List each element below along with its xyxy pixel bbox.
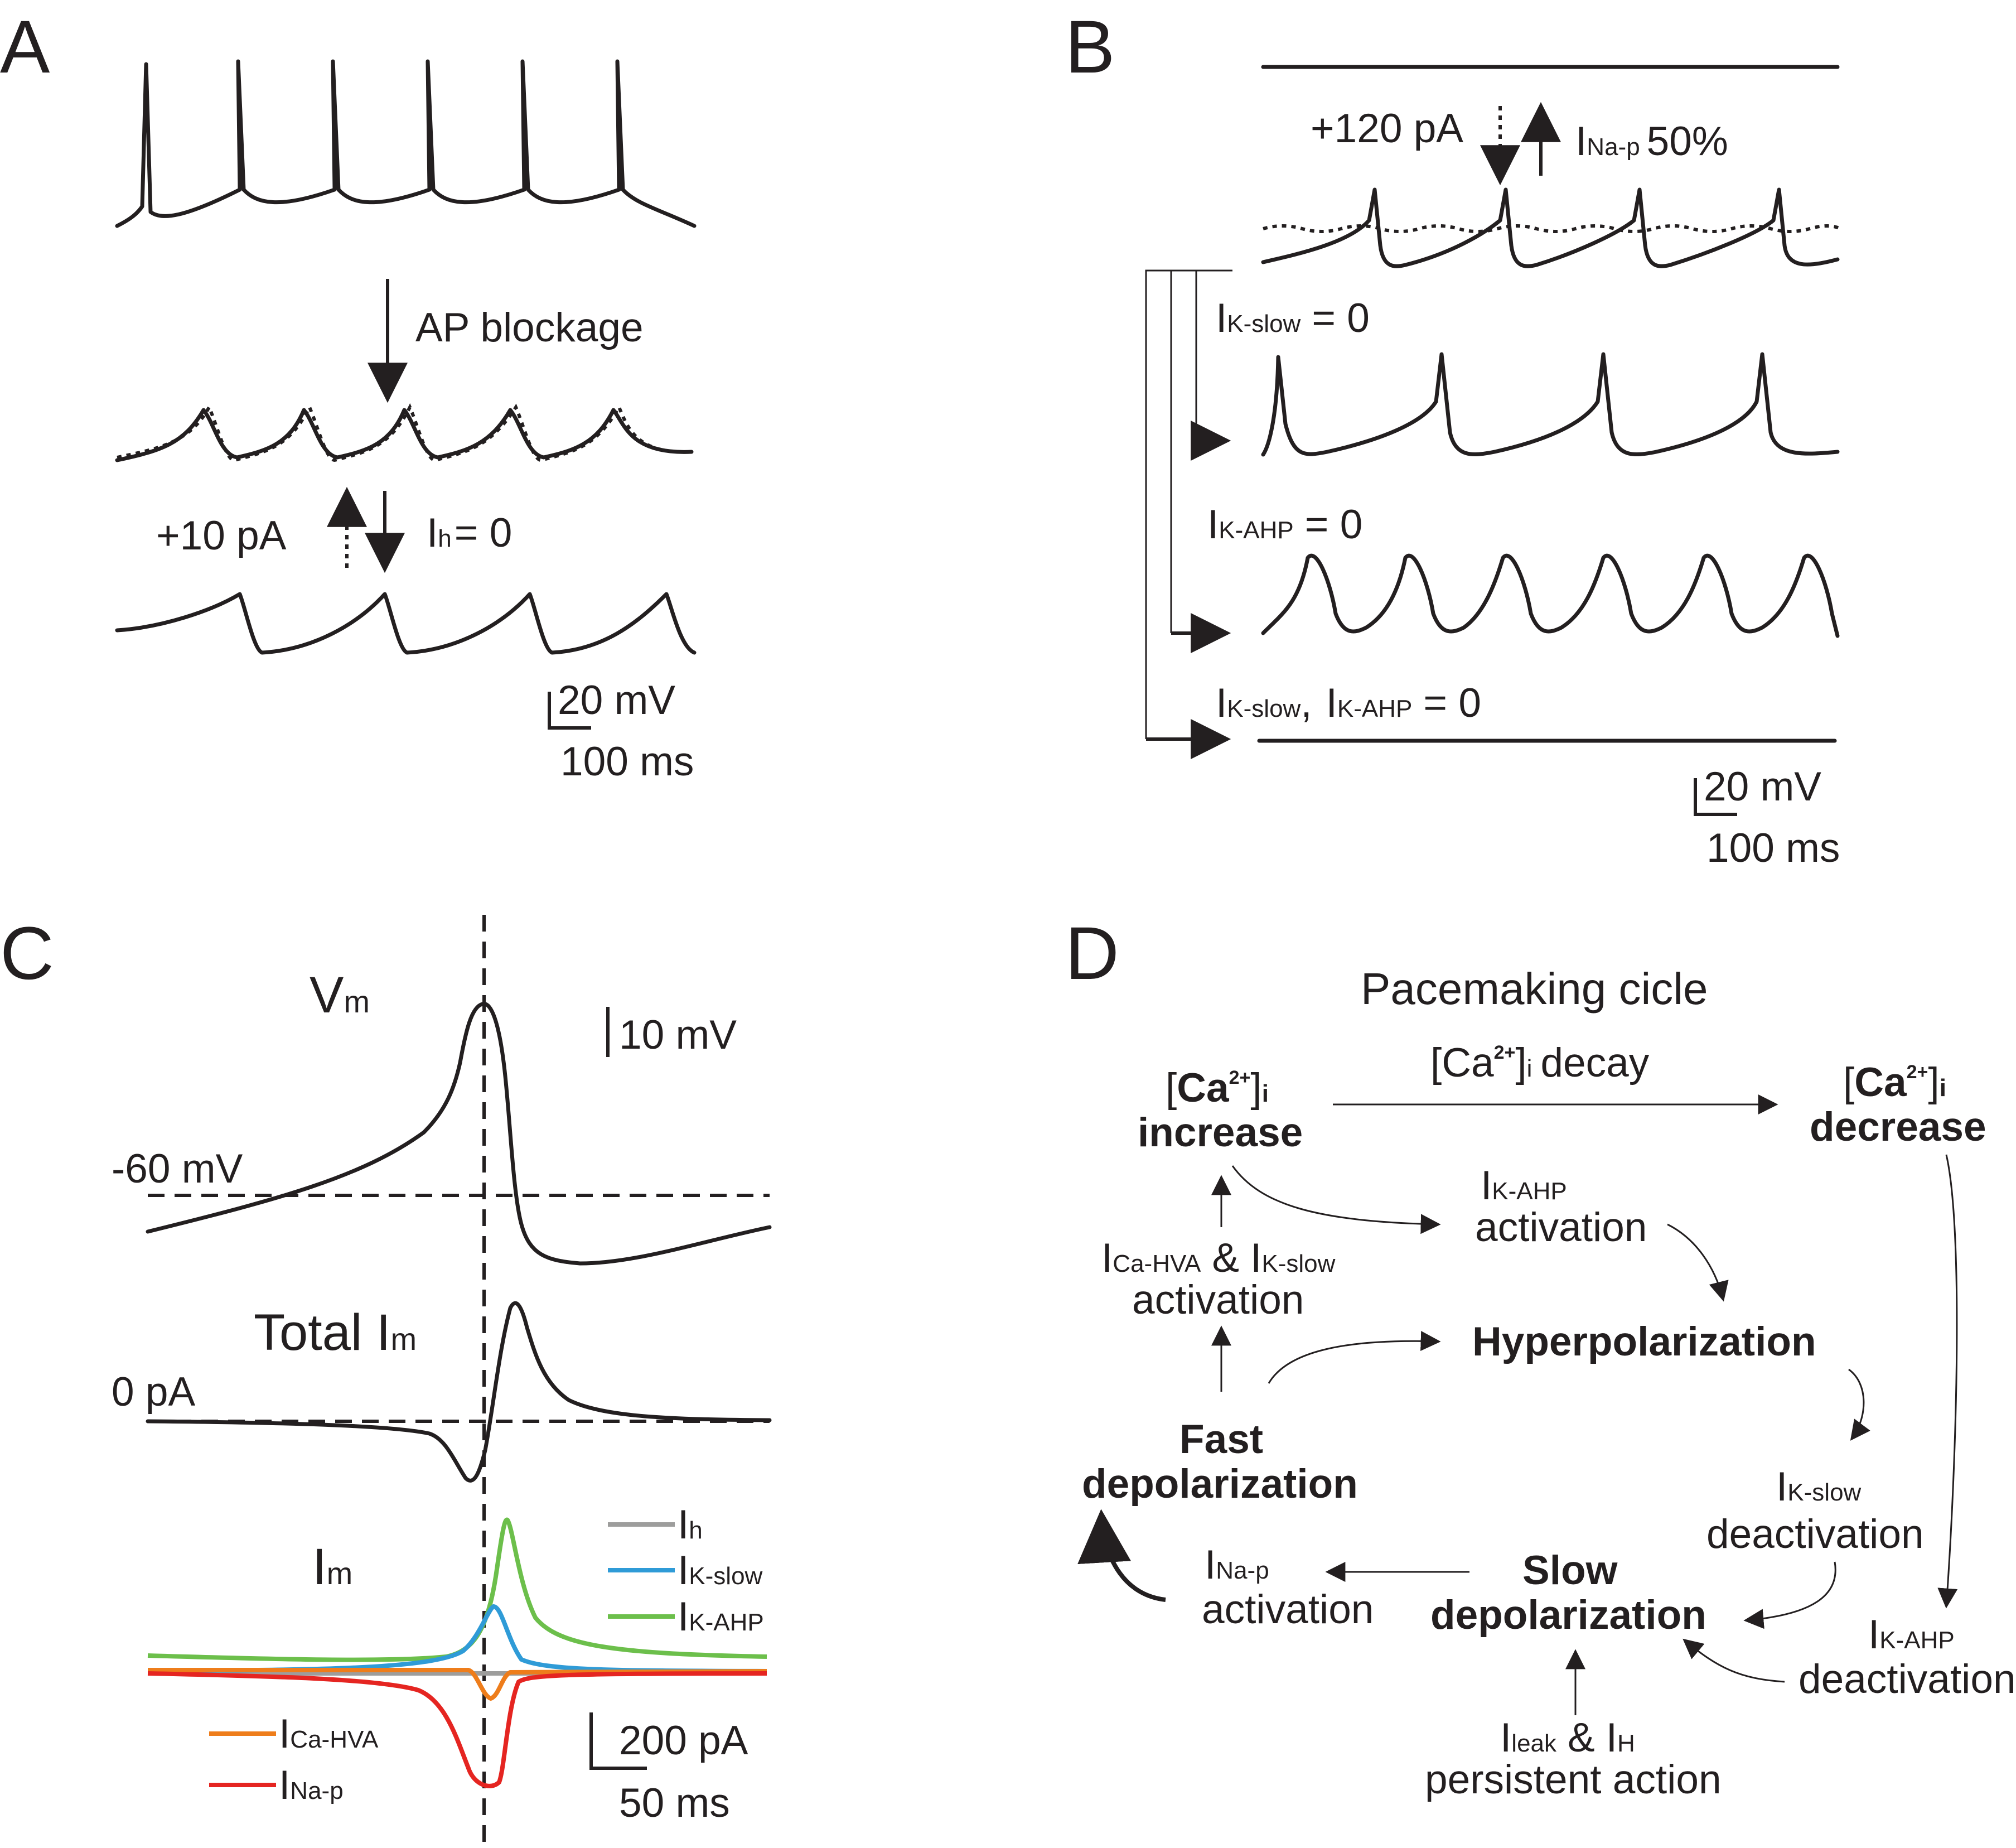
trace-ik-slow bbox=[147, 1604, 767, 1673]
trace-ik-ahp bbox=[147, 1517, 767, 1662]
label-200pa: 200 pA bbox=[619, 1718, 748, 1763]
panel-d: D Pacemaking cicle [Ca2+]i increase [Ca2… bbox=[1065, 912, 2016, 1802]
trace-vm bbox=[146, 1002, 772, 1266]
legend-ca-label: ICa-HVA bbox=[279, 1711, 379, 1757]
trace-b-pacing bbox=[1261, 187, 1840, 268]
node-hyperpolarization: Hyperpolarization bbox=[1472, 1319, 1816, 1364]
arrow-kslow-to-slow bbox=[1743, 1561, 1836, 1629]
trace-ica-hva bbox=[148, 1668, 767, 1701]
arrow-hyper-to-kslow bbox=[1848, 1368, 1870, 1441]
arrow-kahp-to-slow bbox=[1683, 1638, 1785, 1683]
label-kslow-kahp-zero: IK-slow,IK-AHP= 0 bbox=[1216, 681, 1481, 726]
panel-c: C Vm 10 mV -60 mV Total Im 0 pA Im Ih IK… bbox=[0, 912, 772, 1848]
node-kslow-deactivation-top: IK-slow bbox=[1776, 1464, 1862, 1509]
label-plus120: +120 pA bbox=[1311, 106, 1463, 151]
node-ca-kslow-top: ICa-HVA&IK-slow bbox=[1101, 1236, 1336, 1281]
label-minus60: -60 mV bbox=[112, 1146, 243, 1191]
trace-total-im bbox=[146, 1301, 772, 1483]
arrow-kahp-to-hyper bbox=[1667, 1223, 1729, 1302]
label-10mv: 10 mV bbox=[619, 1012, 737, 1058]
bracket-both bbox=[1145, 269, 1171, 739]
cycle-title: Pacemaking cicle bbox=[1361, 964, 1708, 1014]
label-ap-blockage: AP blockage bbox=[415, 305, 644, 350]
node-slow: Slow bbox=[1522, 1548, 1618, 1593]
node-ca-decrease: decrease bbox=[1810, 1104, 1986, 1150]
trace-a-ih-zero bbox=[115, 592, 697, 655]
trace-b-kahp-zero bbox=[1261, 553, 1840, 638]
arrow-ca-to-kahp bbox=[1231, 1165, 1441, 1234]
label-im: Im bbox=[312, 1538, 352, 1595]
node-fast-depolarization: depolarization bbox=[1082, 1461, 1358, 1507]
scale-bar-b bbox=[1694, 778, 1737, 816]
label-zero-pa: 0 pA bbox=[112, 1369, 195, 1415]
label-kahp-zero: IK-AHP= 0 bbox=[1207, 502, 1362, 547]
arrow-ca-decrease-to-kahp bbox=[1937, 1154, 1958, 1609]
label-a-20mv: 20 mV bbox=[558, 678, 675, 723]
node-kslow-deactivation: deactivation bbox=[1706, 1512, 1924, 1557]
node-kahp-deactivation: deactivation bbox=[1799, 1657, 2016, 1702]
trace-a-blocked-dotted bbox=[117, 403, 692, 462]
scale-bar-c bbox=[589, 1712, 647, 1770]
node-nap-activation: activation bbox=[1202, 1587, 1374, 1632]
node-ca-kslow-activation: activation bbox=[1132, 1277, 1304, 1323]
node-kahp-activation: activation bbox=[1475, 1205, 1647, 1250]
label-vm: Vm bbox=[310, 967, 370, 1024]
node-leak-h-top: Ileak&IH bbox=[1500, 1715, 1635, 1760]
label-b-100ms: 100 ms bbox=[1706, 826, 1840, 871]
panel-d-label: D bbox=[1065, 912, 1119, 995]
arrow-nap-to-fast bbox=[1077, 1509, 1166, 1602]
label-b-20mv: 20 mV bbox=[1704, 764, 1821, 809]
bracket-kahp bbox=[1170, 269, 1196, 633]
trace-a-blocked bbox=[115, 408, 694, 462]
legend-ka-label: IK-AHP bbox=[678, 1594, 764, 1639]
node-leak-h-persistent: persistent action bbox=[1425, 1757, 1722, 1802]
node-fast: Fast bbox=[1179, 1417, 1263, 1462]
panel-c-label: C bbox=[0, 912, 54, 995]
node-ca-increase-top: [Ca2+]i bbox=[1166, 1065, 1269, 1111]
trace-b-dotted-oscillation bbox=[1263, 224, 1841, 233]
panel-a: A AP blockage +10 pA Ih= 0 20 mV 100 ms bbox=[0, 6, 697, 784]
panel-b-label: B bbox=[1065, 6, 1115, 89]
legend-ks-label: IK-slow bbox=[678, 1548, 763, 1593]
node-nap-activation-top: INa-p bbox=[1205, 1542, 1269, 1588]
legend-ih-label: Ih bbox=[678, 1502, 703, 1547]
node-ca-increase: increase bbox=[1138, 1110, 1303, 1155]
legend-na-label: INa-p bbox=[279, 1763, 344, 1808]
scale-bar-a bbox=[548, 692, 591, 730]
label-kslow-zero: IK-slow= 0 bbox=[1216, 296, 1370, 341]
panel-a-label: A bbox=[0, 6, 50, 89]
label-total-im: Total Im bbox=[254, 1304, 417, 1361]
trace-b-kslow-zero bbox=[1261, 352, 1840, 457]
label-ih-zero: Ih= 0 bbox=[427, 510, 512, 556]
trace-a-spiking bbox=[115, 59, 697, 228]
node-slow-depolarization: depolarization bbox=[1430, 1593, 1706, 1638]
node-kahp-activation-top: IK-AHP bbox=[1481, 1163, 1567, 1208]
label-a-100ms: 100 ms bbox=[560, 739, 694, 784]
node-kahp-deactivation-top: IK-AHP bbox=[1868, 1612, 1955, 1657]
label-plus10: +10 pA bbox=[156, 513, 287, 558]
node-ca-decrease-top: [Ca2+]i bbox=[1843, 1060, 1946, 1105]
label-50ms: 50 ms bbox=[619, 1781, 730, 1826]
trace-ina-p bbox=[147, 1671, 767, 1788]
arrow-fast-to-hyper bbox=[1268, 1331, 1441, 1384]
